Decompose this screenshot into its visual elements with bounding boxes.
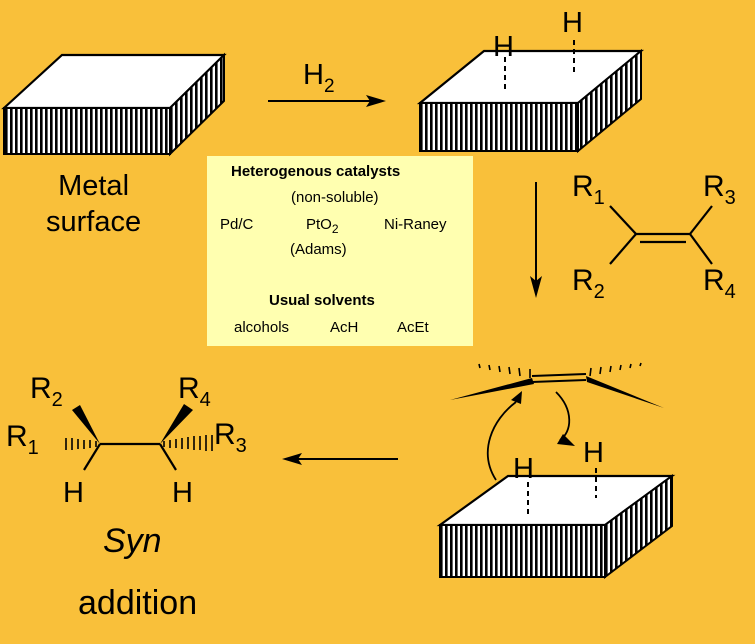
- alkene-perspective: [450, 362, 664, 408]
- alkene-r2: R2: [572, 264, 605, 303]
- alkene-r3: R3: [703, 170, 736, 209]
- catalyst-pd-c: Pd/C: [220, 216, 254, 233]
- alkene-structure: [609, 205, 713, 265]
- catalyst-adams-note: (Adams): [290, 241, 347, 258]
- arrow-left: [282, 453, 398, 465]
- metal-slab-hydrogen: [416, 40, 645, 154]
- catalysts-subtitle: (non-soluble): [291, 189, 379, 206]
- adsorbed-h-right: H: [562, 7, 583, 39]
- alkene-r4: R4: [703, 264, 736, 303]
- metal-surface-line1: Metal: [58, 170, 130, 202]
- approach-h-right: H: [583, 437, 604, 469]
- metal-surface-line2: surface: [46, 206, 142, 238]
- adsorbed-h-left: H: [493, 31, 514, 63]
- arrow-add-hydrogen: [268, 95, 386, 107]
- approach-h-left: H: [513, 453, 534, 485]
- catalyst-pto2: PtO2: [306, 216, 339, 236]
- arrow-down: [530, 182, 542, 298]
- product-r4: R4: [178, 372, 211, 411]
- solvents-title: Usual solvents: [269, 292, 375, 309]
- electron-arrow-up: [486, 391, 522, 481]
- catalysts-info-box: Heterogenous catalysts (non-soluble) Pd/…: [207, 156, 473, 346]
- addition-label: addition: [78, 584, 198, 622]
- solvent-acet: AcEt: [397, 319, 429, 336]
- alkene-r1: R1: [572, 170, 605, 209]
- metal-slab-approach: [436, 468, 676, 580]
- solvent-alcohols: alcohols: [234, 319, 290, 336]
- syn-label: Syn: [103, 522, 162, 560]
- product-r1: R1: [6, 420, 39, 459]
- hydrogen-reagent: H2: [303, 59, 335, 97]
- product-h-right: H: [172, 477, 193, 509]
- product-r3: R3: [214, 418, 247, 457]
- product-structure: [65, 404, 213, 471]
- solvent-ach: AcH: [330, 319, 359, 336]
- product-h-left: H: [63, 477, 84, 509]
- electron-arrow-down: [555, 391, 575, 446]
- product-r2: R2: [30, 372, 63, 411]
- metal-surface-label: Metal surface: [46, 168, 141, 240]
- catalysts-title: Heterogenous catalysts: [231, 163, 401, 180]
- metal-slab-bare: [1, 52, 227, 157]
- catalyst-ni-raney: Ni-Raney: [384, 216, 447, 233]
